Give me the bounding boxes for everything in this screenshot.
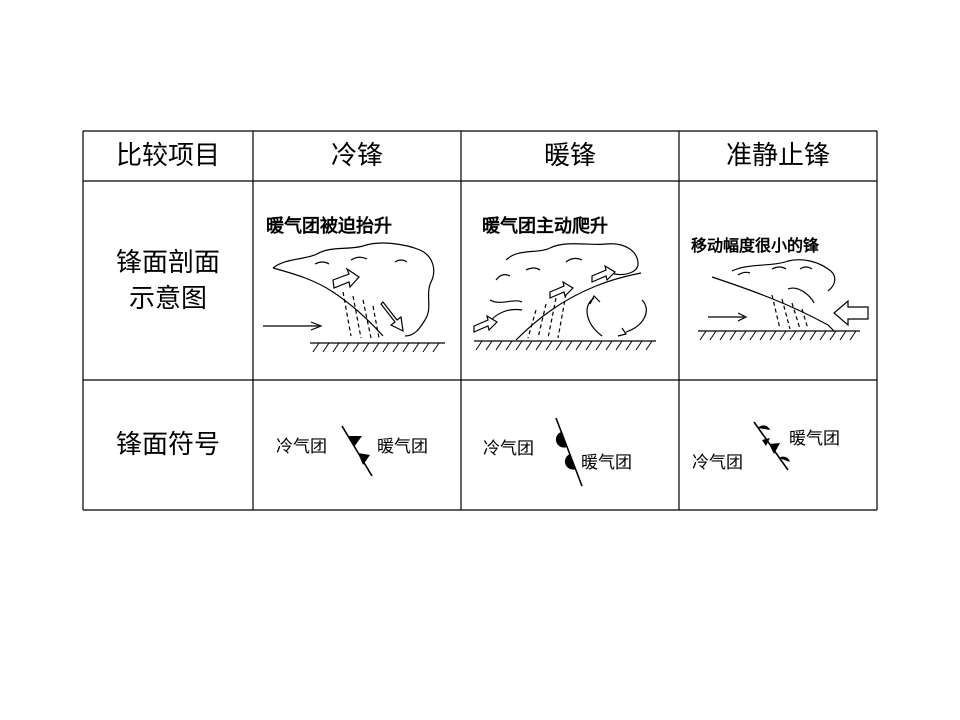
header-warm-front: 暖锋: [543, 141, 596, 171]
row-label-profile: 锋面剖面 示意图: [83, 181, 253, 380]
cold-front-profile-diagram: [263, 242, 445, 353]
warm-front-symbol: [555, 417, 583, 487]
warm-profile-caption: 暖气团主动爬升: [482, 216, 608, 237]
stationary-symbol-warm-air-label: 暖气团: [789, 429, 840, 449]
warm-symbol-cold-air-label: 冷气团: [483, 439, 534, 459]
row-label-symbol: 锋面符号: [115, 430, 220, 460]
header-compare-item: 比较项目: [115, 141, 220, 171]
cold-front-symbol: [341, 425, 373, 477]
stationary-front-symbol: [753, 421, 790, 471]
warm-symbol-warm-air-label: 暖气团: [581, 453, 632, 473]
warm-front-profile-diagram: [473, 243, 656, 351]
row-label-profile-line2: 示意图: [128, 283, 207, 314]
header-cold-front: 冷锋: [330, 141, 383, 171]
cold-profile-caption: 暖气团被迫抬升: [266, 216, 392, 237]
stationary-profile-caption: 移动幅度很小的锋: [691, 236, 820, 255]
header-stationary-front: 准静止锋: [725, 141, 830, 171]
cold-symbol-warm-air-label: 暖气团: [377, 437, 428, 457]
stationary-symbol-cold-air-label: 冷气团: [692, 453, 743, 473]
cold-symbol-cold-air-label: 冷气团: [276, 437, 327, 457]
stationary-front-profile-diagram: [698, 259, 869, 341]
row-label-profile-line1: 锋面剖面: [115, 247, 220, 278]
